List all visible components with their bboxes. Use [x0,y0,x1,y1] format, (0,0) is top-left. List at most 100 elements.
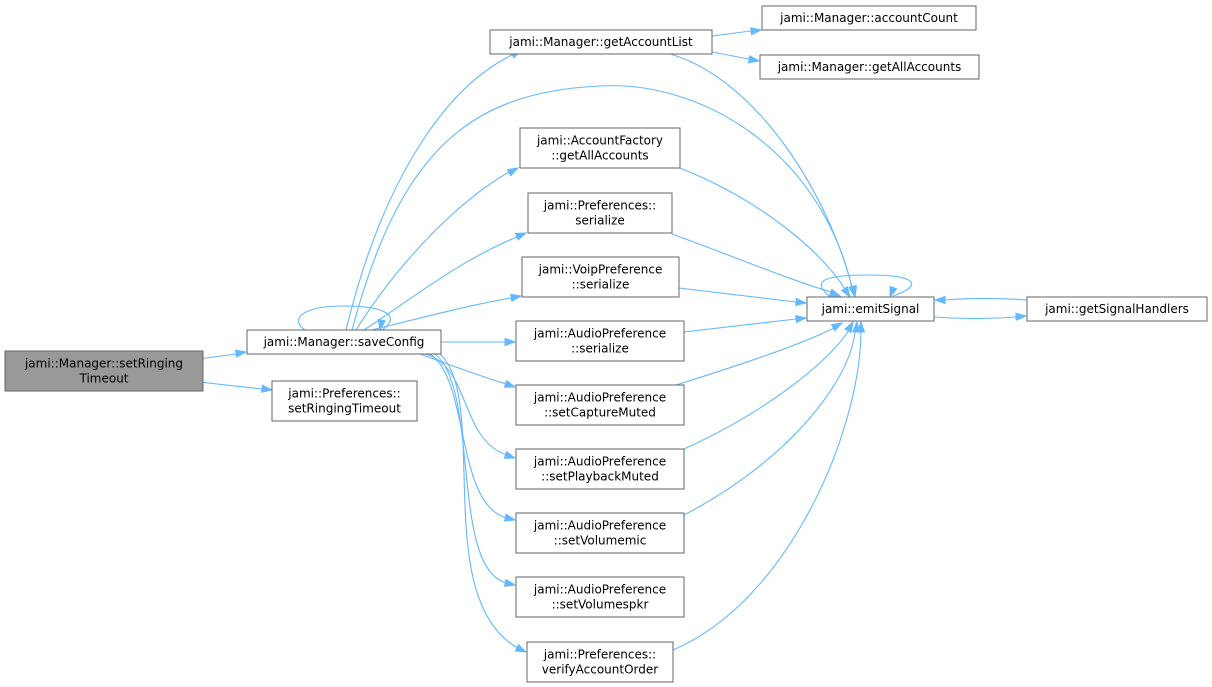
node-label: verifyAccountOrder [542,663,658,677]
arrowhead-icon [504,337,517,347]
node-box[interactable] [521,256,680,298]
edge-line [944,297,1028,301]
node-getSignalHandlers[interactable]: jami::getSignalHandlers [1026,296,1208,322]
node-box[interactable] [515,320,685,362]
node-box[interactable] [246,329,442,355]
edge-prefSerialize-to-emitSignal [671,233,842,297]
edge-saveConfig-to-getAccountList [345,49,523,331]
node-label: ::setVolumespkr [552,598,649,612]
node-mgrGetAllAccounts[interactable]: jami::Manager::getAllAccounts [759,54,980,80]
node-box[interactable] [4,350,204,392]
edge-line [933,316,1017,320]
arrowhead-icon [234,349,248,358]
node-box[interactable] [1026,296,1208,322]
node-box[interactable] [271,380,418,422]
node-box[interactable] [515,384,685,426]
arrowhead-icon [514,232,528,241]
node-label: jami::AudioPreference [533,327,666,341]
edge-verifyAccountOrder-to-emitSignal [672,320,866,651]
node-setVolumespkr[interactable]: jami::AudioPreference::setVolumespkr [515,576,685,618]
arrowhead-icon [795,314,808,324]
node-verifyAccountOrder[interactable]: jami::Preferences::verifyAccountOrder [526,641,674,683]
edge-getAccountList-to-mgrGetAllAccounts [711,51,761,64]
edge-line [198,381,263,390]
node-label: jami::AudioPreference [533,519,666,533]
node-saveConfig[interactable]: jami::Manager::saveConfig [246,329,442,355]
edge-line [298,305,391,331]
node-label: jami::Preferences:: [287,387,400,401]
node-label: serialize [575,214,625,228]
edge-saveConfig-to-factoryGetAllAccounts [355,167,520,331]
node-accountCount[interactable]: jami::Manager::accountCount [761,5,977,31]
edge-saveConfig-to-setVolumespkr [434,353,517,587]
arrowhead-icon [514,643,528,653]
edge-line [711,51,750,60]
edge-line [683,329,850,450]
node-audioSerialize[interactable]: jami::AudioPreference::serialize [515,320,685,362]
edge-setRingingTimeout-to-saveConfig [198,349,248,360]
node-label: setRingingTimeout [288,402,401,416]
node-label: ::serialize [572,278,630,292]
node-box[interactable] [527,192,673,234]
edge-line [371,297,512,331]
node-box[interactable] [515,512,685,554]
edge-line [424,353,508,456]
edge-line [672,331,862,651]
arrowhead-icon [377,318,386,332]
node-getAccountList[interactable]: jami::Manager::getAccountList [489,29,713,55]
edge-saveConfig-to-voipSerialize [371,293,523,331]
edge-line [351,85,853,331]
node-label: jami::getSignalHandlers [1044,302,1189,316]
edge-saveConfig-to-setPlaybackMuted [424,353,517,459]
node-box[interactable] [806,296,935,322]
node-label: ::setCaptureMuted [544,406,656,420]
edge-line [683,318,797,333]
node-label: ::setVolumemic [554,534,647,548]
node-voipSerialize[interactable]: jami::VoipPreference::serialize [521,256,680,298]
node-prefSetRingingTimeout[interactable]: jami::Preferences::setRingingTimeout [271,380,418,422]
edge-line [198,353,237,360]
node-setPlaybackMuted[interactable]: jami::AudioPreference::setPlaybackMuted [515,448,685,490]
edge-line [363,236,518,331]
edge-line [355,171,510,331]
node-factoryGetAllAccounts[interactable]: jami::AccountFactory::getAllAccounts [519,127,681,169]
node-box[interactable] [519,127,681,169]
arrowhead-icon [261,384,274,393]
node-box[interactable] [515,576,685,618]
edge-line [669,53,853,288]
node-emitSignal[interactable]: jami::emitSignal [806,296,935,322]
node-label: jami::Manager::getAllAccounts [777,60,962,74]
node-box[interactable] [761,5,977,31]
edge-saveConfig-to-setCaptureMuted [419,353,517,388]
edge-line [429,353,508,519]
node-box[interactable] [759,54,980,80]
node-label: jami::VoipPreference [538,263,663,277]
node-label: jami::Manager::saveConfig [263,335,425,349]
arrowhead-icon [503,379,517,388]
node-setCaptureMuted[interactable]: jami::AudioPreference::setCaptureMuted [515,384,685,426]
arrowhead-icon [506,167,520,177]
edge-saveConfig-to-audioSerialize [441,337,517,347]
edge-saveConfig-to-setVolumemic [429,353,517,522]
node-prefSerialize[interactable]: jami::Preferences::serialize [527,192,673,234]
node-setVolumemic[interactable]: jami::AudioPreference::setVolumemic [515,512,685,554]
arrowhead-icon [503,450,517,459]
node-label: Timeout [78,372,128,386]
node-label: jami::AudioPreference [533,583,666,597]
node-box[interactable] [526,641,674,683]
node-box[interactable] [489,29,713,55]
arrowhead-icon [750,27,763,36]
edge-getSignalHandlers-to-emitSignal [933,295,1028,305]
node-setRingingTimeout[interactable]: jami::Manager::setRingingTimeout [4,350,204,392]
arrowhead-icon [848,284,857,298]
node-label: ::serialize [571,342,629,356]
node-box[interactable] [515,448,685,490]
edge-line [675,327,835,386]
edge-saveConfig-to-verifyAccountOrder [439,353,528,653]
arrowhead-icon [933,295,946,305]
arrowhead-icon [828,288,842,297]
arrowhead-icon [840,285,851,299]
node-label: jami::Manager::setRinging [24,357,183,371]
node-label: jami::AccountFactory [536,134,663,148]
